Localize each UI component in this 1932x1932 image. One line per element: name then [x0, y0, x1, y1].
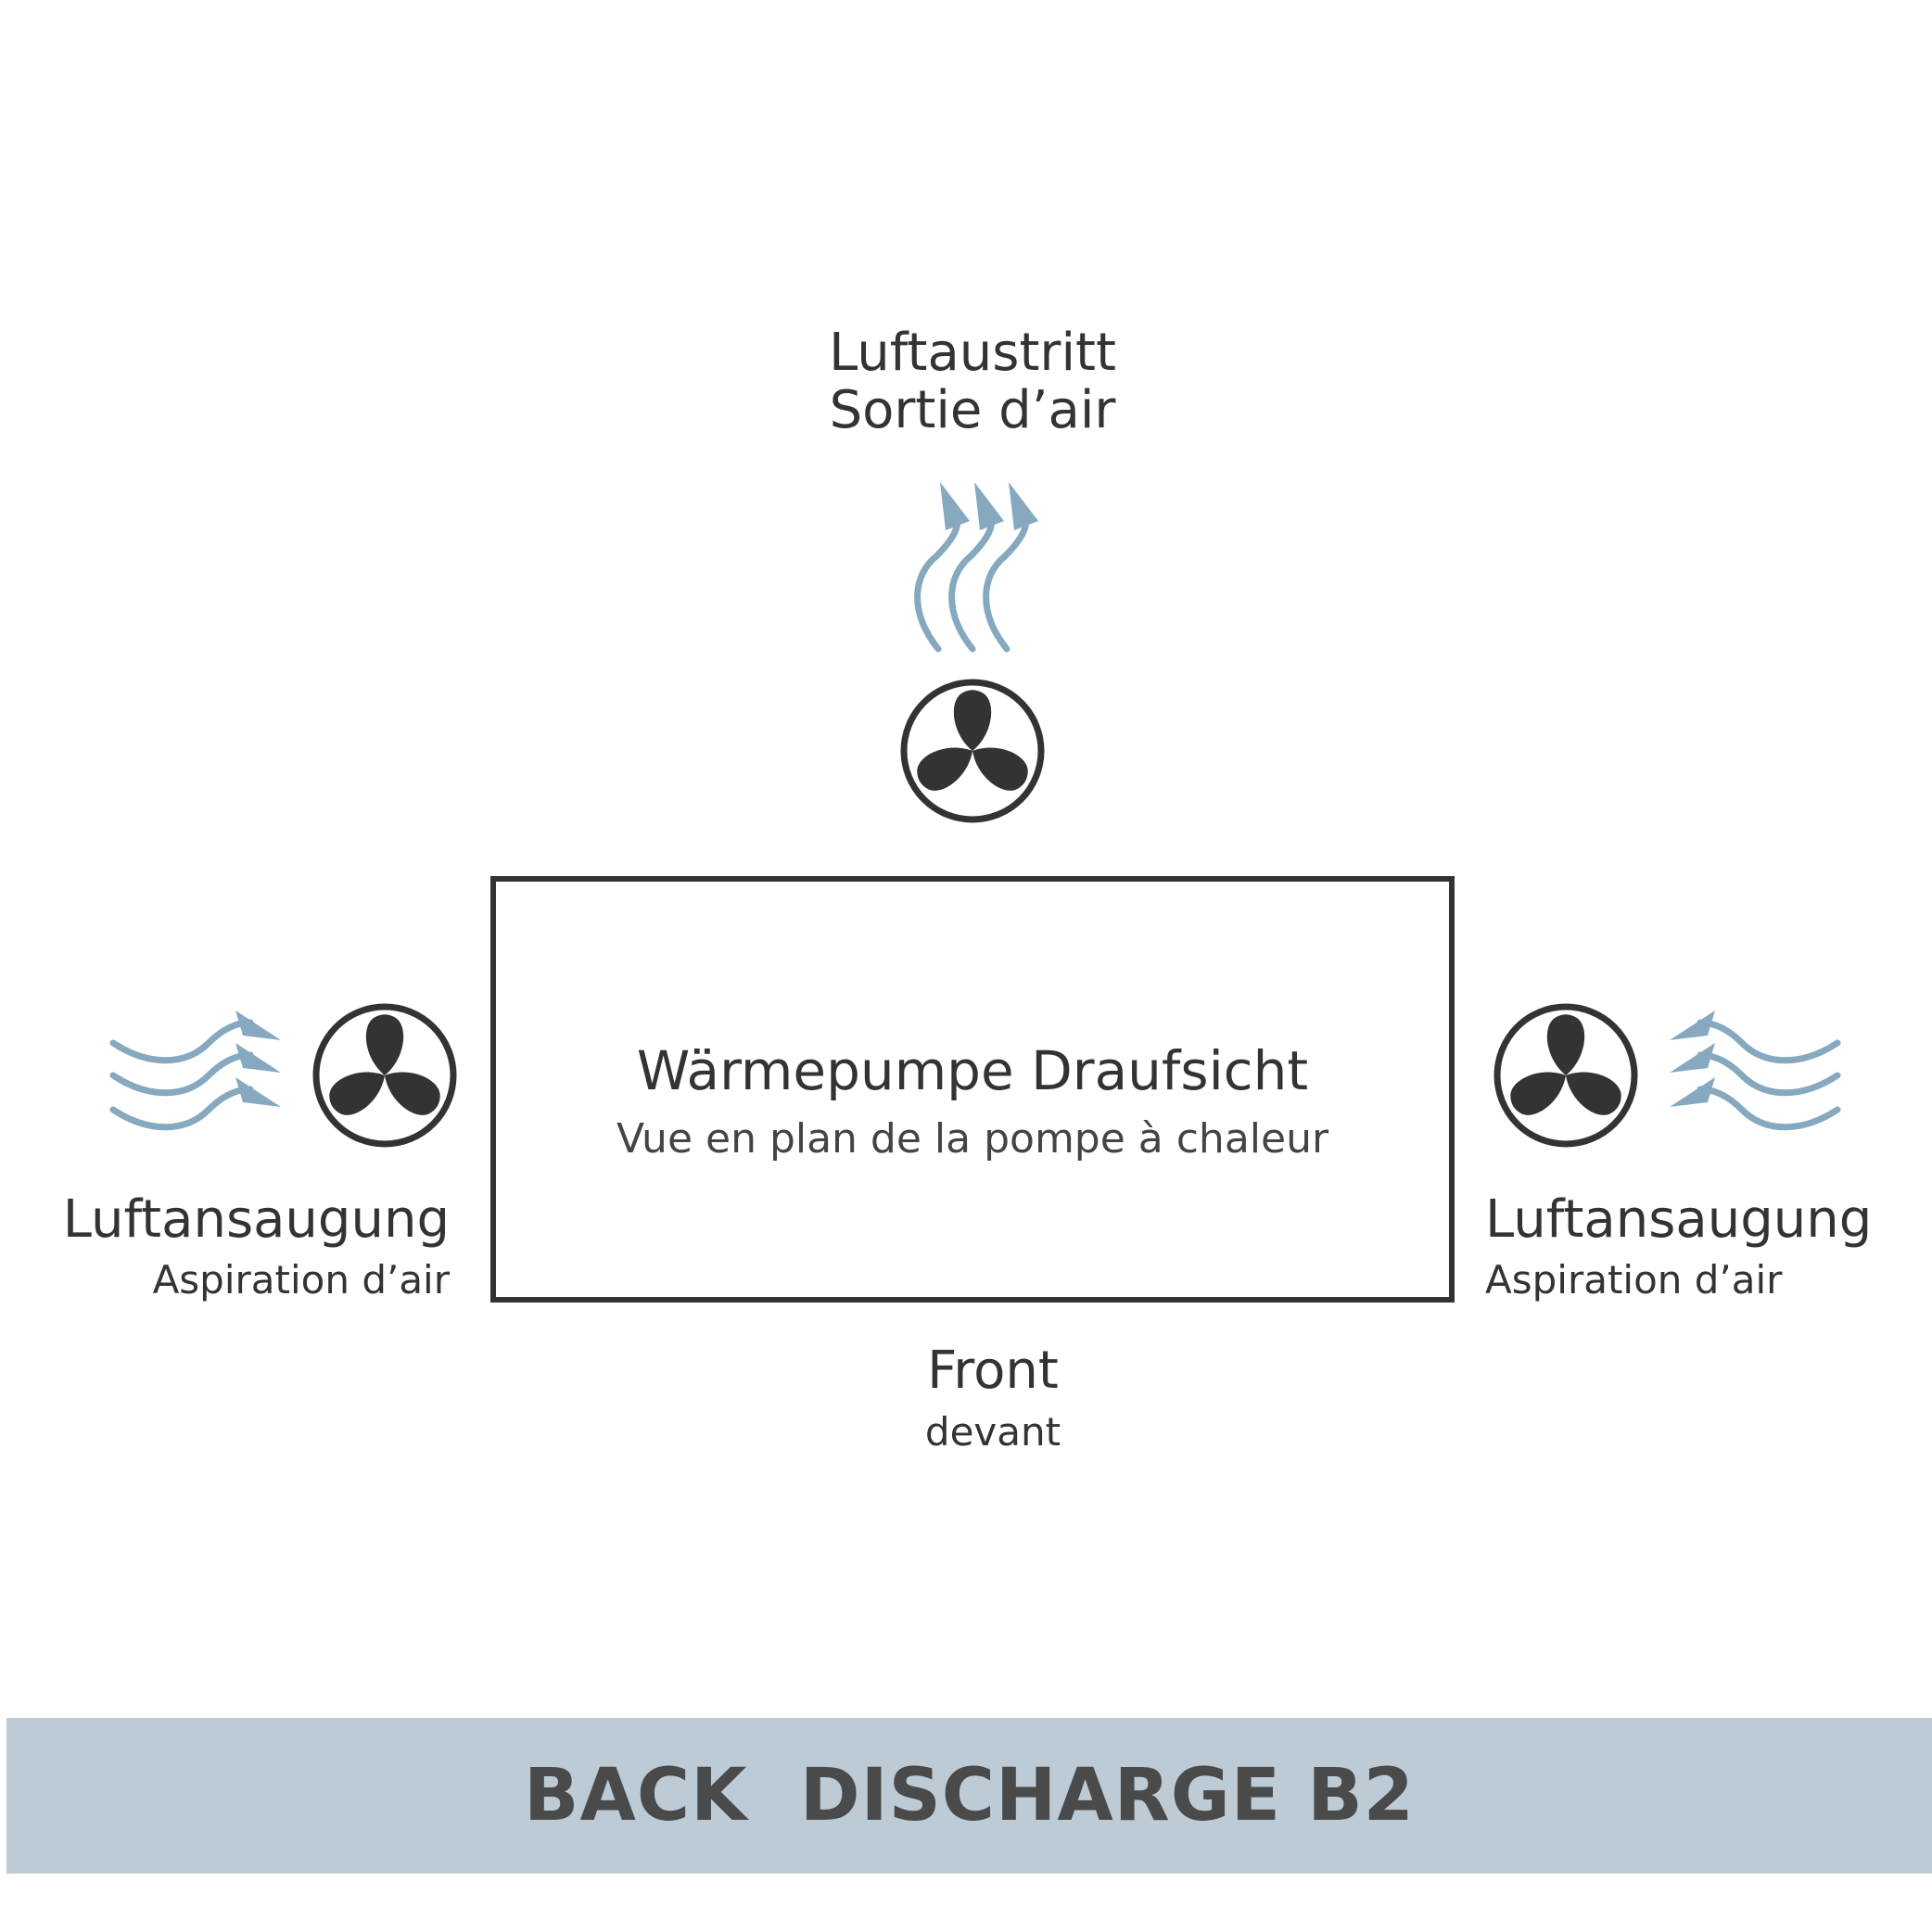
heat-pump-unit-outline	[490, 876, 1455, 1303]
intake-left-label-de: Luftansaugung	[62, 1189, 450, 1250]
unit-title-fr: Vue en plan de la pompe à chaleur	[616, 1115, 1329, 1163]
intake-left-label-fr: Aspiration d’air	[152, 1257, 450, 1303]
front-label-de: Front	[927, 1341, 1059, 1401]
intake-left-fan-icon	[312, 1003, 457, 1148]
intake-right-label-de: Luftansaugung	[1485, 1189, 1873, 1250]
front-label-fr: devant	[924, 1409, 1061, 1455]
banner-text: BACK DISCHARGE B2	[524, 1754, 1415, 1837]
outlet-label-fr: Sortie d’air	[829, 380, 1116, 440]
intake-right-label-fr: Aspiration d’air	[1485, 1257, 1783, 1303]
configuration-banner: BACK DISCHARGE B2	[6, 1718, 1932, 1874]
unit-title-de: Wärmepumpe Draufsicht	[636, 1039, 1309, 1102]
outlet-label-de: Luftaustritt	[829, 323, 1116, 383]
outlet-fan-icon	[900, 679, 1045, 823]
intake-right-fan-icon	[1493, 1003, 1638, 1148]
